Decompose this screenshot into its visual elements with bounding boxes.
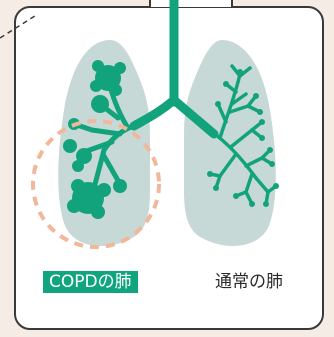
normal-lung-icon [184,40,276,246]
copd-lung-label: COPDの肺 [43,271,138,293]
normal-lung-label: 通常の肺 [215,271,283,293]
connector-line [0,14,38,38]
